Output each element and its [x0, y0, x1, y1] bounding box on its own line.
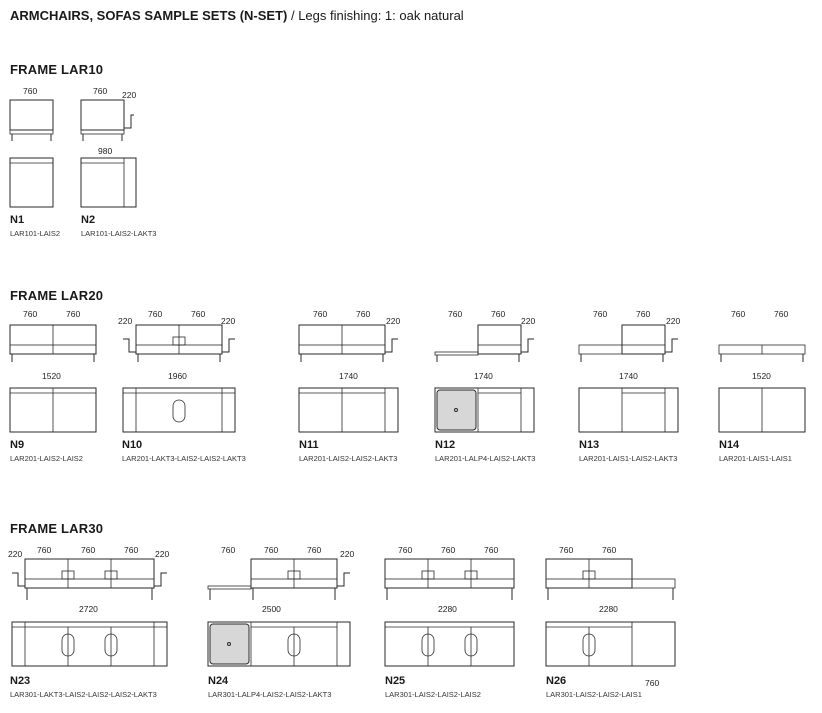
dim-label: 760	[191, 309, 206, 319]
header-separator: /	[287, 8, 299, 23]
dim-label: 760	[398, 545, 413, 555]
header-title: ARMCHAIRS, SOFAS SAMPLE SETS (N-SET)	[10, 8, 288, 23]
dim-label: 220	[666, 316, 681, 326]
dim-label: 760	[66, 309, 81, 319]
dim-label: 760	[264, 545, 279, 555]
header-subtitle: Legs finishing: 1: oak natural	[298, 8, 464, 23]
dim-label: 760	[37, 545, 52, 555]
model-n1: N1	[10, 214, 25, 226]
model-n25: N25	[385, 675, 406, 687]
dim-label: 220	[122, 90, 137, 100]
dim-label: 220	[386, 316, 401, 326]
code-n2: LAR101-LAIS2-LAKT3	[81, 229, 157, 238]
dim-label: 760	[484, 545, 499, 555]
sofa-drawing-n25	[384, 558, 515, 667]
dim-label: 760	[441, 545, 456, 555]
sofa-drawing-n24	[207, 558, 351, 667]
dim-label: 220	[521, 316, 536, 326]
code-n25: LAR301-LAIS2-LAIS2-LAIS2	[385, 690, 481, 699]
dim-label: 760	[448, 309, 463, 319]
dim-label: 220	[340, 549, 355, 559]
sofa-drawing-n10	[122, 324, 236, 433]
dim-label: 220	[221, 316, 236, 326]
code-n9: LAR201-LAIS2-LAIS2	[10, 454, 83, 463]
width-label: 2500	[262, 604, 281, 614]
dim-label: 760	[313, 309, 328, 319]
dim-label: 760	[593, 309, 608, 319]
width-label: 2280	[438, 604, 457, 614]
sofa-drawing-n2	[80, 99, 137, 208]
code-n14: LAR201-LAIS1-LAIS1	[719, 454, 792, 463]
sofa-drawing-n13	[578, 324, 679, 433]
code-n1: LAR101-LAIS2	[10, 229, 61, 238]
frame-title-lar10: FRAME LAR10	[10, 62, 104, 77]
dim-label: 220	[118, 316, 133, 326]
width-label: 2720	[79, 604, 98, 614]
dim-label: 760	[23, 309, 38, 319]
width-label: 980	[98, 146, 113, 156]
model-n12: N12	[435, 439, 456, 451]
dim-label: 760	[23, 86, 38, 96]
width-label: 1520	[42, 371, 61, 381]
model-n10: N10	[122, 439, 143, 451]
model-n24: N24	[208, 675, 229, 687]
sofa-drawing-n9	[9, 324, 97, 433]
dim-label: 760	[636, 309, 651, 319]
code-n23: LAR301-LAKT3-LAIS2-LAIS2-LAIS2-LAKT3	[10, 690, 157, 699]
width-label: 1740	[339, 371, 358, 381]
dim-label: 760	[731, 309, 746, 319]
model-n2: N2	[81, 214, 96, 226]
dim-label: 760	[356, 309, 371, 319]
model-n26: N26	[546, 675, 567, 687]
dim-label: 760	[93, 86, 108, 96]
dim-label: 760	[148, 309, 163, 319]
frame-title-lar30: FRAME LAR30	[10, 521, 104, 536]
dim-label: 760	[221, 545, 236, 555]
dim-label: 220	[8, 549, 23, 559]
code-n24: LAR301-LALP4-LAIS2-LAIS2-LAKT3	[208, 690, 332, 699]
sofa-drawing-n1	[9, 99, 54, 208]
sofa-drawing-n23	[11, 558, 168, 667]
sofa-drawing-n14	[718, 344, 806, 433]
dim-label: 760	[602, 545, 617, 555]
width-label: 1960	[168, 371, 187, 381]
dim-label: 760	[645, 678, 660, 688]
frame-title-lar20: FRAME LAR20	[10, 288, 104, 303]
dim-label: 760	[307, 545, 322, 555]
code-n11: LAR201-LAIS2-LAIS2-LAKT3	[299, 454, 398, 463]
model-n14: N14	[719, 439, 740, 451]
sofa-drawing-n12	[434, 324, 535, 433]
model-n9: N9	[10, 439, 25, 451]
code-n26: LAR301-LAIS2-LAIS2-LAIS1	[546, 690, 642, 699]
width-label: 1520	[752, 371, 771, 381]
sofa-drawing-n11	[298, 324, 399, 433]
dim-label: 760	[491, 309, 506, 319]
dim-label: 220	[155, 549, 170, 559]
width-label: 1740	[619, 371, 638, 381]
model-n13: N13	[579, 439, 600, 451]
model-n11: N11	[299, 439, 319, 451]
code-n10: LAR201-LAKT3-LAIS2-LAIS2-LAKT3	[122, 454, 246, 463]
model-n23: N23	[10, 675, 31, 687]
dim-label: 760	[81, 545, 96, 555]
code-n12: LAR201-LALP4-LAIS2-LAKT3	[435, 454, 536, 463]
dim-label: 760	[124, 545, 139, 555]
width-label: 2280	[599, 604, 618, 614]
sofa-drawing-n26	[545, 558, 676, 667]
page-header: ARMCHAIRS, SOFAS SAMPLE SETS (N-SET) / L…	[10, 8, 464, 23]
dim-label: 760	[774, 309, 789, 319]
dim-label: 760	[559, 545, 574, 555]
width-label: 1740	[474, 371, 493, 381]
code-n13: LAR201-LAIS1-LAIS2-LAKT3	[579, 454, 678, 463]
